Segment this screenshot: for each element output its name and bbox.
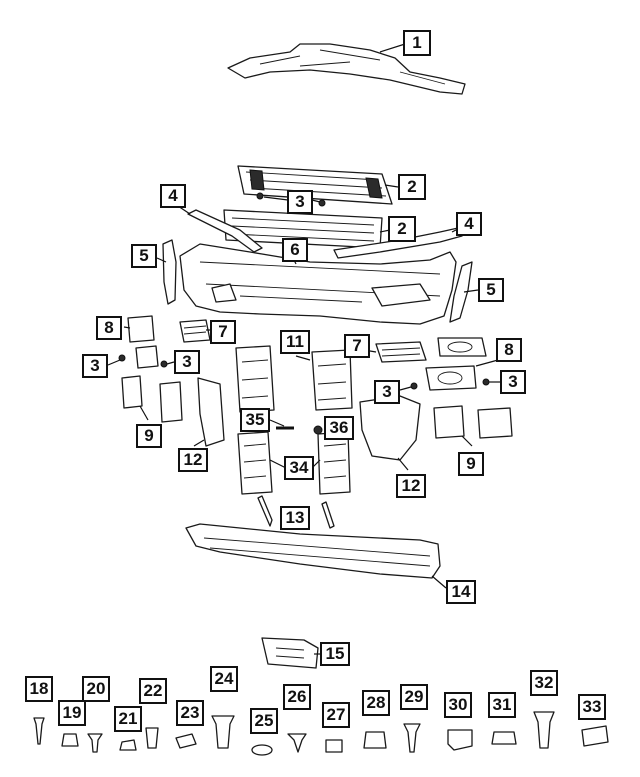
callout-25[interactable]: 25 bbox=[250, 708, 278, 734]
callout-3-left-inner[interactable]: 3 bbox=[174, 350, 200, 374]
callout-22[interactable]: 22 bbox=[139, 678, 167, 704]
callout-3-left-outer[interactable]: 3 bbox=[82, 354, 108, 378]
callout-4-left[interactable]: 4 bbox=[160, 184, 186, 208]
part-end-cap-left bbox=[162, 239, 177, 305]
callout-29[interactable]: 29 bbox=[400, 684, 428, 710]
clip-upper-left bbox=[256, 192, 264, 200]
part-bracket-right-b bbox=[477, 407, 513, 439]
part-end-cap-right bbox=[449, 261, 473, 323]
callout-30[interactable]: 30 bbox=[444, 692, 472, 718]
callout-32[interactable]: 32 bbox=[530, 670, 558, 696]
part-fog-housing-right-upper bbox=[437, 337, 487, 357]
callout-24[interactable]: 24 bbox=[210, 666, 238, 692]
callout-9-right[interactable]: 9 bbox=[458, 452, 484, 476]
part-bracket-left-a bbox=[121, 375, 143, 409]
part-upper-grille bbox=[237, 165, 393, 205]
part-support-left bbox=[197, 377, 225, 447]
part-fog-bezel-right bbox=[375, 341, 427, 363]
part-front-bumper bbox=[179, 243, 457, 325]
part-reinforcement-left bbox=[237, 431, 273, 495]
callout-5-left[interactable]: 5 bbox=[131, 244, 157, 268]
part-lower-valance bbox=[185, 523, 441, 579]
callout-5-right[interactable]: 5 bbox=[478, 278, 504, 302]
callout-18[interactable]: 18 bbox=[25, 676, 53, 702]
callout-23[interactable]: 23 bbox=[176, 700, 204, 726]
callout-3-grille[interactable]: 3 bbox=[287, 190, 313, 214]
callout-31[interactable]: 31 bbox=[488, 692, 516, 718]
callout-27[interactable]: 27 bbox=[322, 702, 350, 728]
callout-21[interactable]: 21 bbox=[114, 706, 142, 732]
callout-9-left[interactable]: 9 bbox=[136, 424, 162, 448]
callout-7-left[interactable]: 7 bbox=[210, 320, 236, 344]
callout-35[interactable]: 35 bbox=[240, 408, 270, 432]
callout-33[interactable]: 33 bbox=[578, 694, 606, 720]
part-fog-housing-right-lower bbox=[425, 365, 477, 391]
clip-upper-right bbox=[318, 199, 326, 207]
callout-3-right-inner[interactable]: 3 bbox=[374, 380, 400, 404]
callout-34[interactable]: 34 bbox=[284, 456, 314, 480]
callout-19[interactable]: 19 bbox=[58, 700, 86, 726]
part-fog-housing-left-upper bbox=[127, 315, 155, 343]
part-bracket-right-a bbox=[433, 405, 465, 439]
callout-12-right[interactable]: 12 bbox=[396, 474, 426, 498]
callout-26[interactable]: 26 bbox=[283, 684, 311, 710]
callout-2-upper[interactable]: 2 bbox=[398, 174, 426, 200]
part-strip-left bbox=[257, 495, 273, 527]
callout-14[interactable]: 14 bbox=[446, 580, 476, 604]
fastener-row bbox=[33, 711, 609, 756]
part-fog-bezel-left bbox=[179, 319, 211, 343]
part-skid-plate bbox=[227, 43, 466, 95]
part-strip-right bbox=[321, 501, 335, 529]
part-fog-housing-left-lower bbox=[135, 345, 159, 369]
callout-28[interactable]: 28 bbox=[362, 690, 390, 716]
callout-11[interactable]: 11 bbox=[280, 330, 310, 354]
callout-36[interactable]: 36 bbox=[324, 416, 354, 440]
part-license-bracket bbox=[261, 637, 319, 669]
callout-6[interactable]: 6 bbox=[282, 238, 308, 262]
part-support-right bbox=[359, 395, 421, 461]
part-mount-bracket-right bbox=[311, 349, 353, 411]
callout-8-right[interactable]: 8 bbox=[496, 338, 522, 362]
callout-8-left[interactable]: 8 bbox=[96, 316, 122, 340]
callout-13[interactable]: 13 bbox=[280, 506, 310, 530]
callout-12-left[interactable]: 12 bbox=[178, 448, 208, 472]
callout-20[interactable]: 20 bbox=[82, 676, 110, 702]
part-bracket-left-b bbox=[159, 381, 183, 423]
callout-4-right[interactable]: 4 bbox=[456, 212, 482, 236]
part-reinforcement-right bbox=[317, 431, 351, 495]
part-trim-left bbox=[187, 209, 263, 253]
callout-1[interactable]: 1 bbox=[403, 30, 431, 56]
callout-3-right-outer[interactable]: 3 bbox=[500, 370, 526, 394]
callout-7-right[interactable]: 7 bbox=[344, 334, 370, 358]
callout-15[interactable]: 15 bbox=[320, 642, 350, 666]
callout-2-lower[interactable]: 2 bbox=[388, 216, 416, 242]
nut-36 bbox=[313, 425, 323, 435]
